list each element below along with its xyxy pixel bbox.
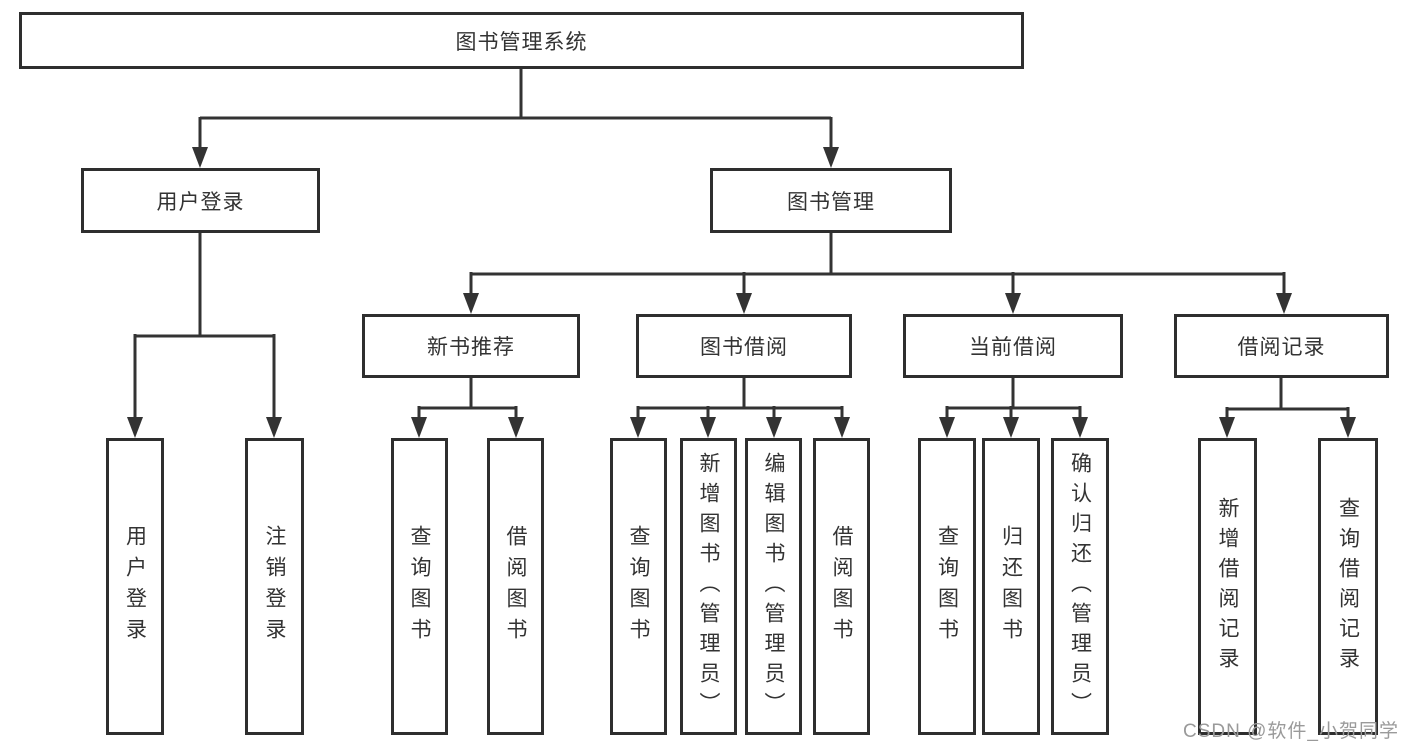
leaf-return-books-label: 归还图书	[999, 524, 1023, 649]
leaf-logout: 注销登录	[245, 438, 304, 735]
leaf-query-borrow-record: 查询借阅记录	[1318, 438, 1378, 735]
leaf-edit-book-admin-label: 编辑图书（管理员）	[762, 451, 785, 722]
node-book-borrow: 图书借阅	[636, 314, 852, 378]
leaf-confirm-return-admin: 确认归还（管理员）	[1051, 438, 1109, 735]
node-book-management: 图书管理	[710, 168, 952, 233]
leaf-logout-label: 注销登录	[263, 524, 286, 649]
leaf-borrow-books-borrow-label: 借阅图书	[830, 524, 853, 649]
leaf-add-borrow-record: 新增借阅记录	[1198, 438, 1257, 735]
leaf-edit-book-admin: 编辑图书（管理员）	[745, 438, 802, 735]
node-current-borrow: 当前借阅	[903, 314, 1123, 378]
node-user-login: 用户登录	[81, 168, 320, 233]
node-book-borrow-label: 图书借阅	[700, 336, 788, 359]
leaf-user-login-label: 用户登录	[123, 524, 147, 649]
node-current-borrow-label: 当前借阅	[969, 336, 1057, 359]
leaf-query-books-borrow: 查询图书	[610, 438, 667, 735]
leaf-add-book-admin-label: 新增图书（管理员）	[697, 451, 720, 722]
node-root: 图书管理系统	[19, 12, 1024, 69]
leaf-query-books-current-label: 查询图书	[935, 524, 959, 649]
node-borrow-records: 借阅记录	[1174, 314, 1389, 378]
node-new-book-recommend: 新书推荐	[362, 314, 580, 378]
leaf-add-borrow-record-label: 新增借阅记录	[1216, 496, 1239, 677]
node-user-login-label: 用户登录	[156, 190, 245, 214]
arrowheads	[127, 147, 1356, 438]
leaf-borrow-books-recommend: 借阅图书	[487, 438, 544, 735]
node-new-book-recommend-label: 新书推荐	[427, 336, 515, 359]
node-book-management-label: 图书管理	[787, 190, 875, 214]
leaf-user-login: 用户登录	[106, 438, 164, 735]
leaf-borrow-books-borrow: 借阅图书	[813, 438, 870, 735]
leaf-return-books: 归还图书	[982, 438, 1040, 735]
node-borrow-records-label: 借阅记录	[1237, 336, 1326, 359]
leaf-borrow-books-recommend-label: 借阅图书	[504, 524, 527, 649]
leaf-query-books-recommend: 查询图书	[391, 438, 448, 735]
leaf-query-books-recommend-label: 查询图书	[408, 524, 431, 649]
node-root-label: 图书管理系统	[455, 30, 588, 54]
leaf-query-books-current: 查询图书	[918, 438, 976, 735]
csdn-watermark: CSDN @软件_小贺同学	[1183, 721, 1399, 742]
leaf-add-book-admin: 新增图书（管理员）	[680, 438, 737, 735]
leaf-query-borrow-record-label: 查询借阅记录	[1336, 496, 1360, 677]
leaf-query-books-borrow-label: 查询图书	[627, 524, 650, 649]
leaf-confirm-return-admin-label: 确认归还（管理员）	[1068, 451, 1092, 722]
